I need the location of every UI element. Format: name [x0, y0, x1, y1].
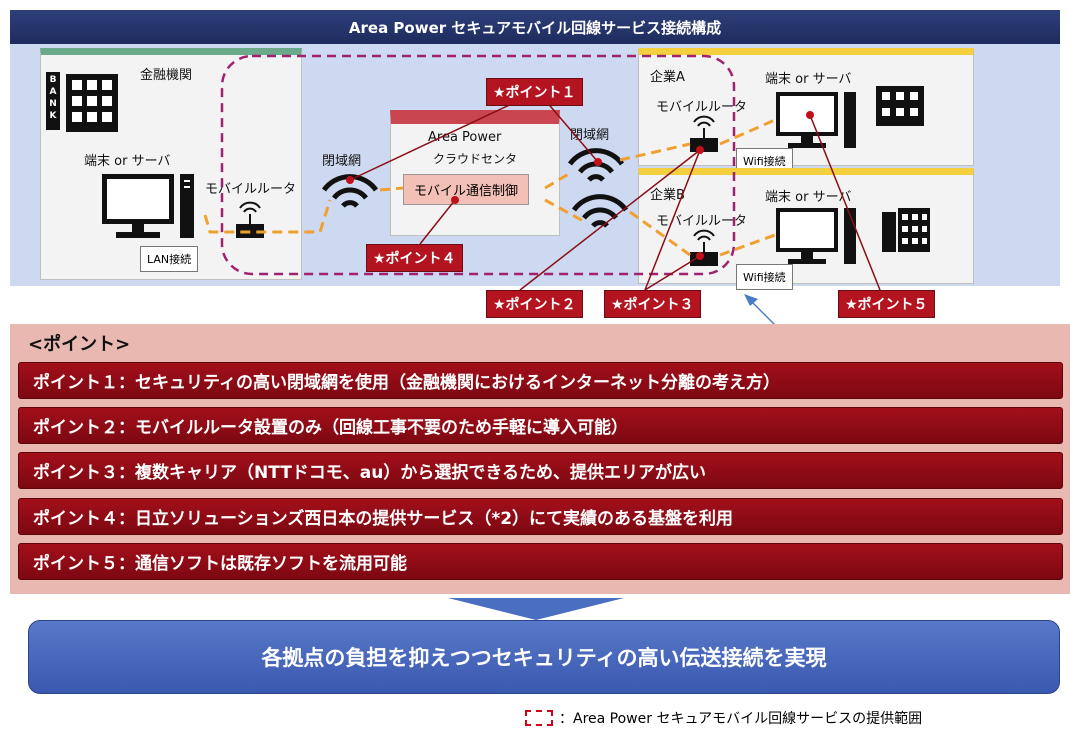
cloud-center-box — [390, 110, 560, 236]
cloud-subtitle: クラウドセンタ — [433, 152, 518, 166]
point-item-2: ポイント２：モバイルルータ設置のみ（回線工事不要のため手軽に導入可能） — [18, 407, 1063, 444]
mobile-control-box: モバイル通信制御 — [403, 174, 530, 205]
diagram-title-bar: Area Power セキュアモバイル回線サービス接続構成 — [10, 10, 1060, 44]
computer-icon — [100, 172, 196, 242]
company-a-router-label: モバイルルータ — [656, 100, 748, 115]
down-arrow-icon — [448, 598, 624, 620]
point-item-5: ポイント５：通信ソフトは既存ソフトを流用可能 — [18, 543, 1063, 580]
points-panel: <ポイント> ポイント１：セキュリティの高い閉域網を使用（金融機関におけるインタ… — [10, 324, 1070, 594]
bank-sign: BANK — [49, 75, 57, 121]
network-links — [203, 118, 776, 257]
office-building-icon — [882, 208, 930, 252]
bank-router-label: モバイルルータ — [205, 182, 297, 197]
bank-terminal-label: 端末 or サーバ — [84, 154, 171, 169]
computer-icon — [774, 90, 858, 152]
point-tag-2: ★ポイント２ — [486, 290, 583, 318]
point-tag-1: ★ポイント１ — [486, 78, 583, 106]
company-b-router-label: モバイルルータ — [656, 214, 748, 229]
company-a-title: 企業A — [650, 70, 685, 85]
result-text: 各拠点の負担を抑えつつセキュリティの高い伝送接続を実現 — [261, 646, 827, 670]
service-range-outline — [220, 54, 736, 276]
point-item-4: ポイント４：日立ソリューションズ西日本の提供サービス（*2）にて実績のある基盤を… — [18, 498, 1063, 535]
cloud-name: Area Power — [428, 130, 502, 145]
wifi-connection-callout-b: Wifi接続 — [736, 264, 793, 290]
legend-text: ：Area Power セキュアモバイル回線サービスの提供範囲 — [559, 711, 923, 727]
company-a-terminal-label: 端末 or サーバ — [765, 72, 852, 87]
points-heading: <ポイント> — [28, 334, 131, 355]
legend: ：Area Power セキュアモバイル回線サービスの提供範囲 — [525, 708, 922, 728]
point-pointer-lines — [349, 99, 881, 291]
bank-title: 金融機関 — [140, 68, 193, 83]
lan-connection-callout: LAN接続 — [140, 246, 199, 272]
company-b-terminal-label: 端末 or サーバ — [765, 190, 852, 205]
point-item-3: ポイント３：複数キャリア（NTTドコモ、au）から選択できるため、提供エリアが広… — [18, 452, 1063, 489]
point-tag-4: ★ポイント４ — [366, 244, 463, 272]
wireless-signal-icon — [570, 192, 630, 232]
closed-network-left-label: 閉域網 — [322, 154, 362, 169]
arrow-head-icon — [744, 294, 758, 306]
diagram-title: Area Power セキュアモバイル回線サービス接続構成 — [348, 18, 722, 37]
closed-network-right-label: 閉域網 — [570, 128, 610, 143]
result-banner: 各拠点の負担を抑えつつセキュリティの高い伝送接続を実現 — [28, 620, 1060, 694]
point-item-1: ポイント１：セキュリティの高い閉域網を使用（金融機関におけるインターネット分離の… — [18, 362, 1063, 399]
point-tag-5: ★ポイント５ — [838, 290, 935, 318]
dashed-box-icon — [525, 710, 553, 726]
bank-building-icon — [46, 72, 126, 134]
point-tag-3: ★ポイント３ — [604, 290, 701, 318]
computer-icon — [774, 206, 858, 268]
office-building-icon — [876, 86, 924, 126]
company-b-title: 企業B — [650, 188, 685, 203]
